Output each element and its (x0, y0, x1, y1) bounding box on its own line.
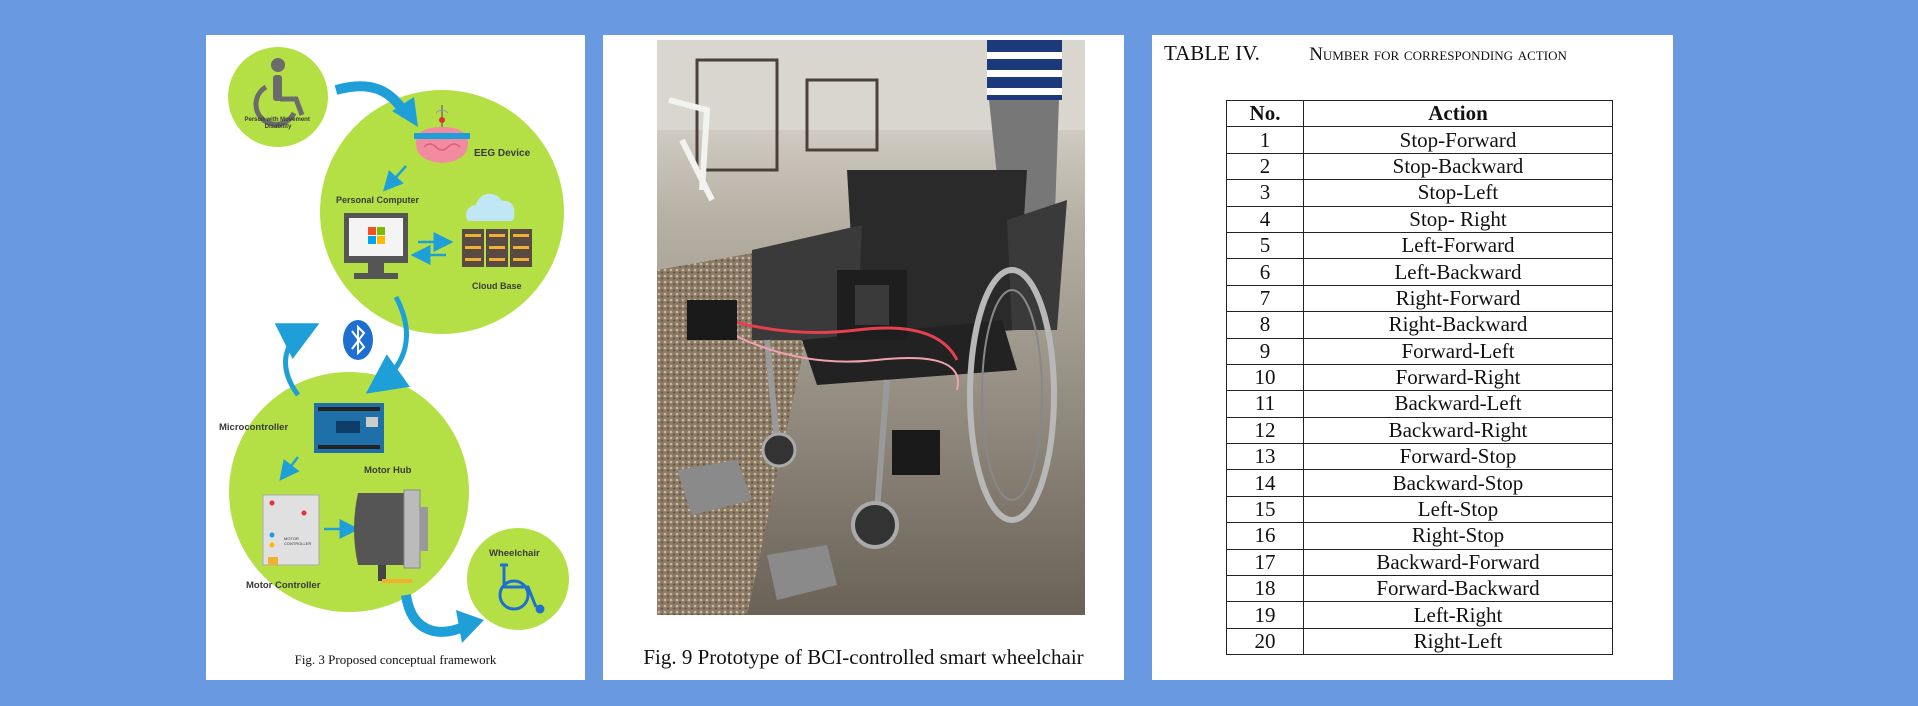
cell-no: 16 (1226, 522, 1304, 550)
cell-no: 15 (1226, 495, 1304, 524)
cloud-label: Cloud Base (472, 281, 522, 291)
cell-no: 8 (1226, 311, 1304, 339)
cell-action: Stop-Left (1303, 179, 1613, 207)
cell-no: 7 (1226, 284, 1304, 313)
header-action: Action (1303, 99, 1613, 128)
figure1-caption: Fig. 3 Proposed conceptual framework (294, 652, 497, 667)
prototype-figure: Fig. 9 Prototype of BCI-controlled smart… (603, 35, 1124, 680)
cell-no: 3 (1226, 179, 1304, 207)
table-heading: TABLE IV. Number for corresponding actio… (1164, 41, 1567, 66)
cell-action: Forward-Left (1303, 337, 1613, 365)
cell-no: 5 (1226, 231, 1304, 260)
cell-no: 1 (1226, 126, 1304, 154)
wheelchair-photo (657, 40, 1085, 615)
cell-no: 13 (1226, 443, 1304, 471)
computer-icon (344, 213, 408, 279)
cell-action: Right-Left (1303, 627, 1613, 656)
arduino-board-icon (314, 403, 384, 453)
cell-no: 17 (1226, 548, 1304, 577)
svg-text:MOTOR CONTROLLER: MOTOR CONTROLLER (284, 536, 311, 546)
cell-action: Forward-Right (1303, 363, 1613, 392)
cell-action: Left-Right (1303, 601, 1613, 629)
cell-action: Stop-Forward (1303, 126, 1613, 154)
cell-action: Stop-Backward (1303, 152, 1613, 181)
cell-action: Forward-Stop (1303, 443, 1613, 471)
cell-action: Left-Backward (1303, 258, 1613, 286)
cell-action: Right-Forward (1303, 284, 1613, 313)
cell-action: Backward-Right (1303, 416, 1613, 445)
header-no: No. (1226, 99, 1304, 128)
framework-diagram: Person with Movement Disability EEG Devi… (219, 47, 569, 643)
arrow-head-icon (392, 97, 418, 127)
cell-action: Stop- Right (1303, 205, 1613, 233)
cell-no: 12 (1226, 416, 1304, 445)
cell-action: Right-Backward (1303, 311, 1613, 339)
cell-action: Backward-Stop (1303, 469, 1613, 497)
cell-action: Right-Stop (1303, 522, 1613, 550)
pc-label: Personal Computer (336, 195, 420, 205)
bluetooth-icon (343, 320, 373, 360)
cell-no: 14 (1226, 469, 1304, 497)
cell-no: 6 (1226, 258, 1304, 286)
cell-no: 19 (1226, 601, 1304, 629)
cell-action: Backward-Left (1303, 390, 1613, 418)
brain-icon (414, 105, 470, 163)
person-label: Person with Movement Disability (244, 117, 311, 130)
controller-label: Motor Controller (246, 580, 321, 591)
cell-no: 11 (1226, 390, 1304, 418)
wheelchair-icon (498, 563, 545, 614)
cell-no: 10 (1226, 363, 1304, 392)
eeg-label: EEG Device (474, 148, 531, 159)
cell-no: 20 (1226, 627, 1304, 656)
cell-no: 2 (1226, 152, 1304, 181)
cell-no: 9 (1226, 337, 1304, 365)
table-description: Number for corresponding action (1309, 44, 1567, 65)
table-header-row: No. Action (1226, 99, 1613, 128)
figure2-caption: Fig. 9 Prototype of BCI-controlled smart… (643, 645, 1084, 669)
cloud-server-icon (462, 193, 532, 267)
cell-action: Left-Stop (1303, 495, 1613, 524)
wheelchair-circle (467, 528, 569, 630)
cell-no: 18 (1226, 575, 1304, 603)
accessibility-icon (253, 58, 305, 127)
hub-label: Motor Hub (364, 465, 412, 476)
cell-action: Forward-Backward (1303, 575, 1613, 603)
framework-figure: Person with Movement Disability EEG Devi… (206, 35, 585, 680)
motor-hub-icon (354, 489, 428, 583)
cell-no: 4 (1226, 205, 1304, 233)
action-table-figure: TABLE IV. Number for corresponding actio… (1152, 35, 1673, 680)
micro-label: Microcontroller (219, 422, 288, 433)
cell-action: Left-Forward (1303, 231, 1613, 260)
controller-box-icon: MOTOR CONTROLLER (262, 494, 320, 566)
cell-action: Backward-Forward (1303, 548, 1613, 577)
table-number: TABLE IV. (1164, 41, 1260, 65)
wheelchair-label: Wheelchair (489, 548, 540, 559)
